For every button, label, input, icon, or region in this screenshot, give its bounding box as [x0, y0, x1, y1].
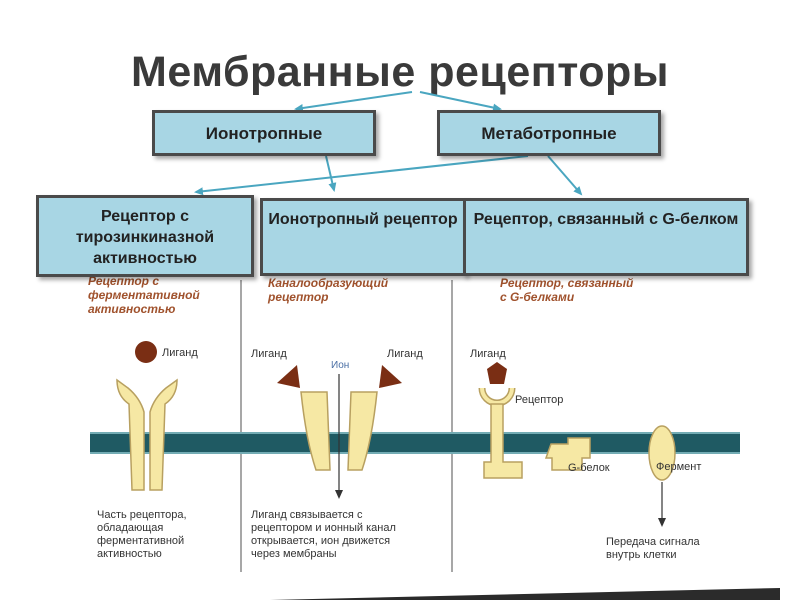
tyrosine-kinase-label: Рецептор с тирозинкиназной активностью [75, 208, 215, 267]
panel2-ligand-left-label: Лиганд [251, 348, 287, 360]
panel3-g-protein [544, 437, 591, 471]
arrow-title-to-metabotropic [419, 91, 502, 112]
panel2-caption-line4: через мембраны [251, 548, 337, 560]
panel1-heading-line3: активностью [88, 302, 175, 316]
panel2-channel-left [300, 391, 331, 471]
panel2-ion-label: Ион [331, 360, 349, 371]
panel2-caption-line3: открывается, ион движется [251, 535, 390, 547]
ionotropic-receptor-box: Ионотропный рецептор [260, 198, 466, 276]
panel2-ligand-right-label: Лиганд [387, 348, 423, 360]
metabotropic-box: Метаботропные [437, 110, 661, 156]
panel2-caption-line2: рецептором и ионный канал [251, 522, 396, 534]
panel3-ligand [487, 362, 507, 384]
cell-membrane [90, 432, 740, 454]
panel2-heading-line2: рецептор [267, 290, 328, 304]
panel1-ligand-label: Лиганд [162, 347, 198, 359]
panel2-ligand-left [277, 365, 300, 388]
panel1-caption-line4: активностью [97, 548, 162, 560]
panel1-caption-line1: Часть рецептора, [97, 509, 187, 521]
panel2-channel-right [347, 391, 378, 471]
slide-title: Мембранные рецепторы [131, 48, 669, 96]
panel3-enzyme [648, 425, 676, 481]
g-protein-receptor-label: Рецептор, связанный с G-белком [473, 211, 739, 228]
panel3-heading-line2: с G-белками [500, 290, 575, 304]
panel3-enzyme-label: Фермент [656, 461, 701, 473]
tyrosine-kinase-box: Рецептор с тирозинкиназной активностью [36, 195, 254, 277]
ionotropic-receptor-label: Ионотропный рецептор [268, 211, 458, 228]
panel3-receptor-body [483, 403, 523, 479]
g-protein-receptor-box: Рецептор, связанный с G-белком [463, 198, 749, 276]
panel1-caption-line2: обладающая [97, 522, 163, 534]
panel3-ligand-label: Лиганд [470, 348, 506, 360]
panel1-caption-line3: ферментативной [97, 535, 184, 547]
ionotropic-box: Ионотропные [152, 110, 376, 156]
panel2-ligand-right [379, 365, 402, 388]
panel2-caption-line1: Лиганд связывается с [251, 509, 363, 521]
panel3-caption-line2: внутрь клетки [606, 549, 676, 561]
panel3-receptor-label: Рецептор [515, 394, 563, 406]
panel1-heading-line2: ферментативной [88, 288, 200, 302]
ionotropic-label: Ионотропные [205, 123, 323, 143]
arrow-metabotropic-to-gprotein [547, 155, 583, 196]
panel3-g-protein-label: G-белок [568, 462, 610, 474]
arrow-ionotropic-to-ion-receptor [325, 155, 337, 192]
panel1-ligand [135, 341, 157, 363]
panel3-caption-line1: Передача сигнала [606, 536, 700, 548]
metabotropic-label: Метаботропные [481, 123, 617, 143]
panel3-heading-line1: Рецептор, связанный [500, 276, 634, 290]
panel1-heading-line1: Рецептор с [88, 274, 159, 288]
arrow-title-to-ionotropic [294, 91, 413, 112]
arrow-metabotropic-to-tyrosine [194, 155, 529, 196]
panel1-receptor [116, 378, 178, 491]
bottom-wedge-decoration [270, 588, 780, 600]
panel2-heading-line1: Каналообразующий [268, 276, 389, 290]
